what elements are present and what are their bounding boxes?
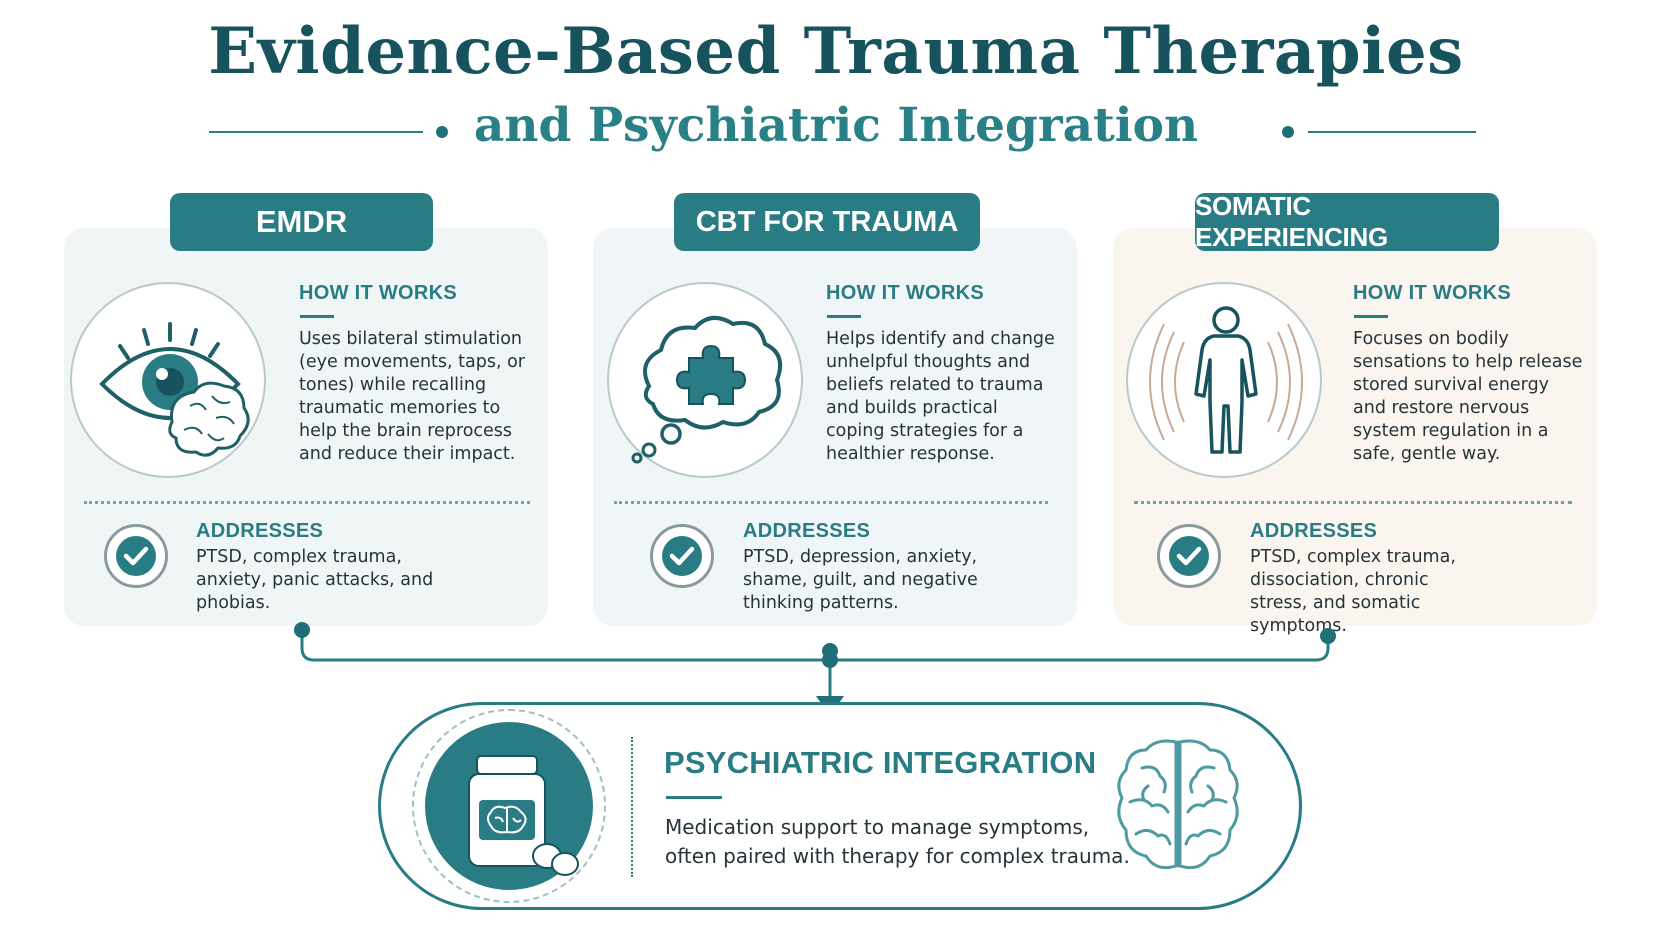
integration-text: Medication support to manage symptoms, o… bbox=[665, 815, 1130, 868]
emdr-how-bar bbox=[300, 315, 334, 318]
integration-title-bar bbox=[666, 796, 722, 799]
emdr-how-text: Uses bilateral stimulation (eye movement… bbox=[299, 329, 526, 464]
emdr-tab: EMDR bbox=[170, 193, 433, 251]
cbt-how-text: Helps identify and change unhelpful thou… bbox=[826, 329, 1055, 464]
somatic-divider bbox=[1134, 501, 1572, 504]
brain-icon bbox=[1117, 739, 1239, 870]
title-rule-left bbox=[209, 131, 423, 133]
somatic-tab: SOMATIC EXPERIENCING bbox=[1195, 191, 1499, 252]
emdr-check-icon bbox=[104, 524, 168, 588]
somatic-addresses-heading: ADDRESSES bbox=[1250, 520, 1378, 542]
connector-node-right bbox=[1320, 628, 1336, 644]
integration-divider bbox=[631, 737, 633, 877]
somatic-how-text: Focuses on bodily sensations to help rel… bbox=[1353, 329, 1583, 464]
cbt-addresses-heading: ADDRESSES bbox=[743, 520, 871, 542]
title-dot-left bbox=[436, 126, 448, 138]
medication-bottle-icon bbox=[425, 722, 593, 890]
cbt-divider bbox=[614, 501, 1048, 504]
emdr-divider bbox=[84, 501, 530, 504]
somatic-addresses-text: PTSD, complex trauma, dissociation, chro… bbox=[1250, 547, 1456, 636]
somatic-how-bar bbox=[1354, 315, 1388, 318]
cbt-how-heading: HOW IT WORKS bbox=[826, 282, 985, 304]
connector-node-center-lower bbox=[822, 652, 838, 668]
cbt-addresses-text: PTSD, depression, anxiety, shame, guilt,… bbox=[743, 547, 978, 613]
body-outline-icon bbox=[1126, 282, 1322, 478]
emdr-addresses-text: PTSD, complex trauma, anxiety, panic att… bbox=[196, 547, 434, 613]
emdr-how-heading: HOW IT WORKS bbox=[299, 282, 458, 304]
cbt-title: CBT FOR TRAUMA bbox=[695, 205, 959, 238]
eye-brain-icon bbox=[70, 282, 266, 478]
title-rule-right bbox=[1308, 131, 1476, 133]
somatic-how-heading: HOW IT WORKS bbox=[1353, 282, 1512, 304]
integration-title: PSYCHIATRIC INTEGRATION bbox=[664, 745, 1097, 780]
cbt-how-bar bbox=[827, 315, 861, 318]
medication-ring bbox=[412, 709, 606, 903]
page-title: Evidence-Based Trauma Therapies bbox=[208, 14, 1464, 89]
emdr-title: EMDR bbox=[255, 204, 348, 239]
title-dot-right bbox=[1282, 126, 1294, 138]
somatic-check-icon bbox=[1157, 524, 1221, 588]
emdr-addresses-heading: ADDRESSES bbox=[196, 520, 324, 542]
cbt-tab: CBT FOR TRAUMA bbox=[674, 193, 980, 251]
somatic-title: SOMATIC EXPERIENCING bbox=[1195, 191, 1388, 252]
connector-node-left bbox=[294, 622, 310, 638]
cbt-check-icon bbox=[650, 524, 714, 588]
page-subtitle: and Psychiatric Integration bbox=[473, 98, 1199, 153]
thought-cloud-puzzle-icon bbox=[607, 282, 803, 478]
